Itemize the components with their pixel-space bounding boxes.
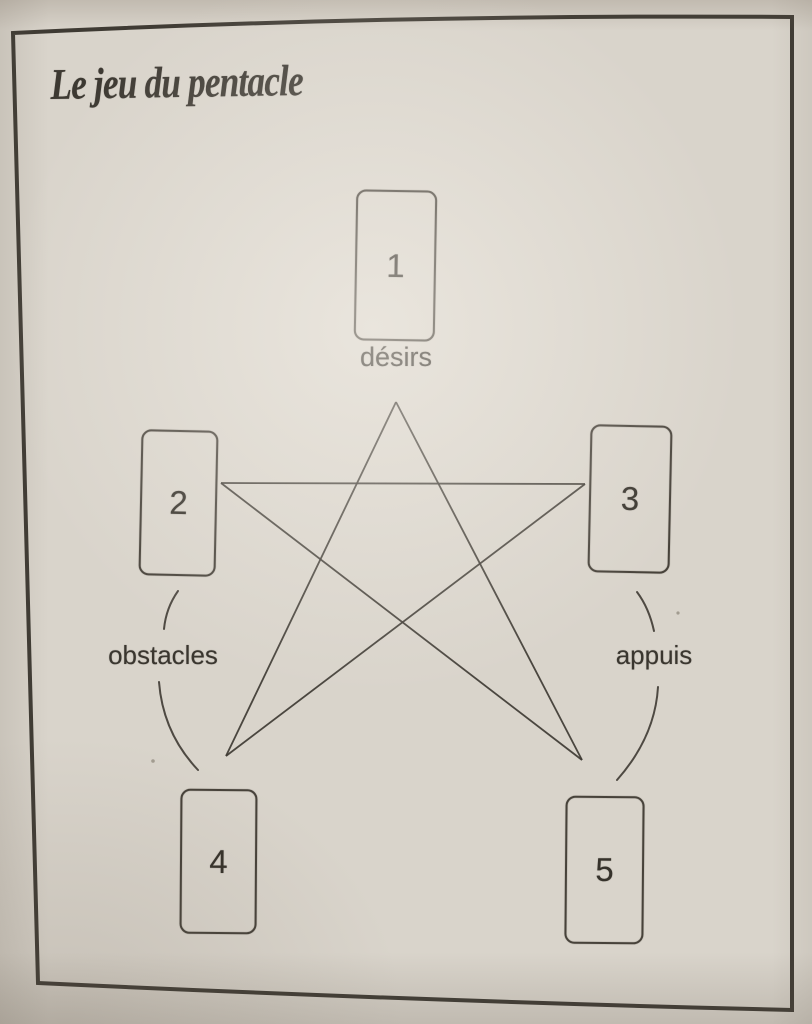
card-position-5: 5 [564,795,645,945]
pentagram-line-top-to-bottomright [395,401,583,761]
pentagram-line-right-to-bottomleft [225,483,586,757]
card-position-3: 3 [587,424,673,574]
card-position-1: 1 [353,189,438,342]
arc-right-lower [616,686,659,781]
pentagram-line-bottomright-to-left [220,482,583,761]
card-number: 5 [595,850,614,889]
pentagram-line-bottomleft-to-top [225,401,397,757]
arc-left-upper [163,590,179,630]
arc-left-lower [158,681,199,771]
label-desirs: désirs [359,342,433,372]
card-number: 1 [385,246,406,284]
scan-speck [151,759,155,763]
card-number: 3 [620,479,640,518]
label-obstacles: obstacles [108,640,218,670]
label-appuis: appuis [615,640,693,670]
card-position-2: 2 [138,429,219,577]
figure-title: Le jeu du pentacle [50,56,304,109]
card-position-4: 4 [179,788,258,935]
card-number: 2 [168,483,189,522]
card-number: 4 [209,842,228,880]
figure-frame-border [10,14,794,1013]
arc-right-upper [636,591,655,632]
scan-speck [676,611,680,615]
pentagram-line-left-to-right [220,482,586,485]
